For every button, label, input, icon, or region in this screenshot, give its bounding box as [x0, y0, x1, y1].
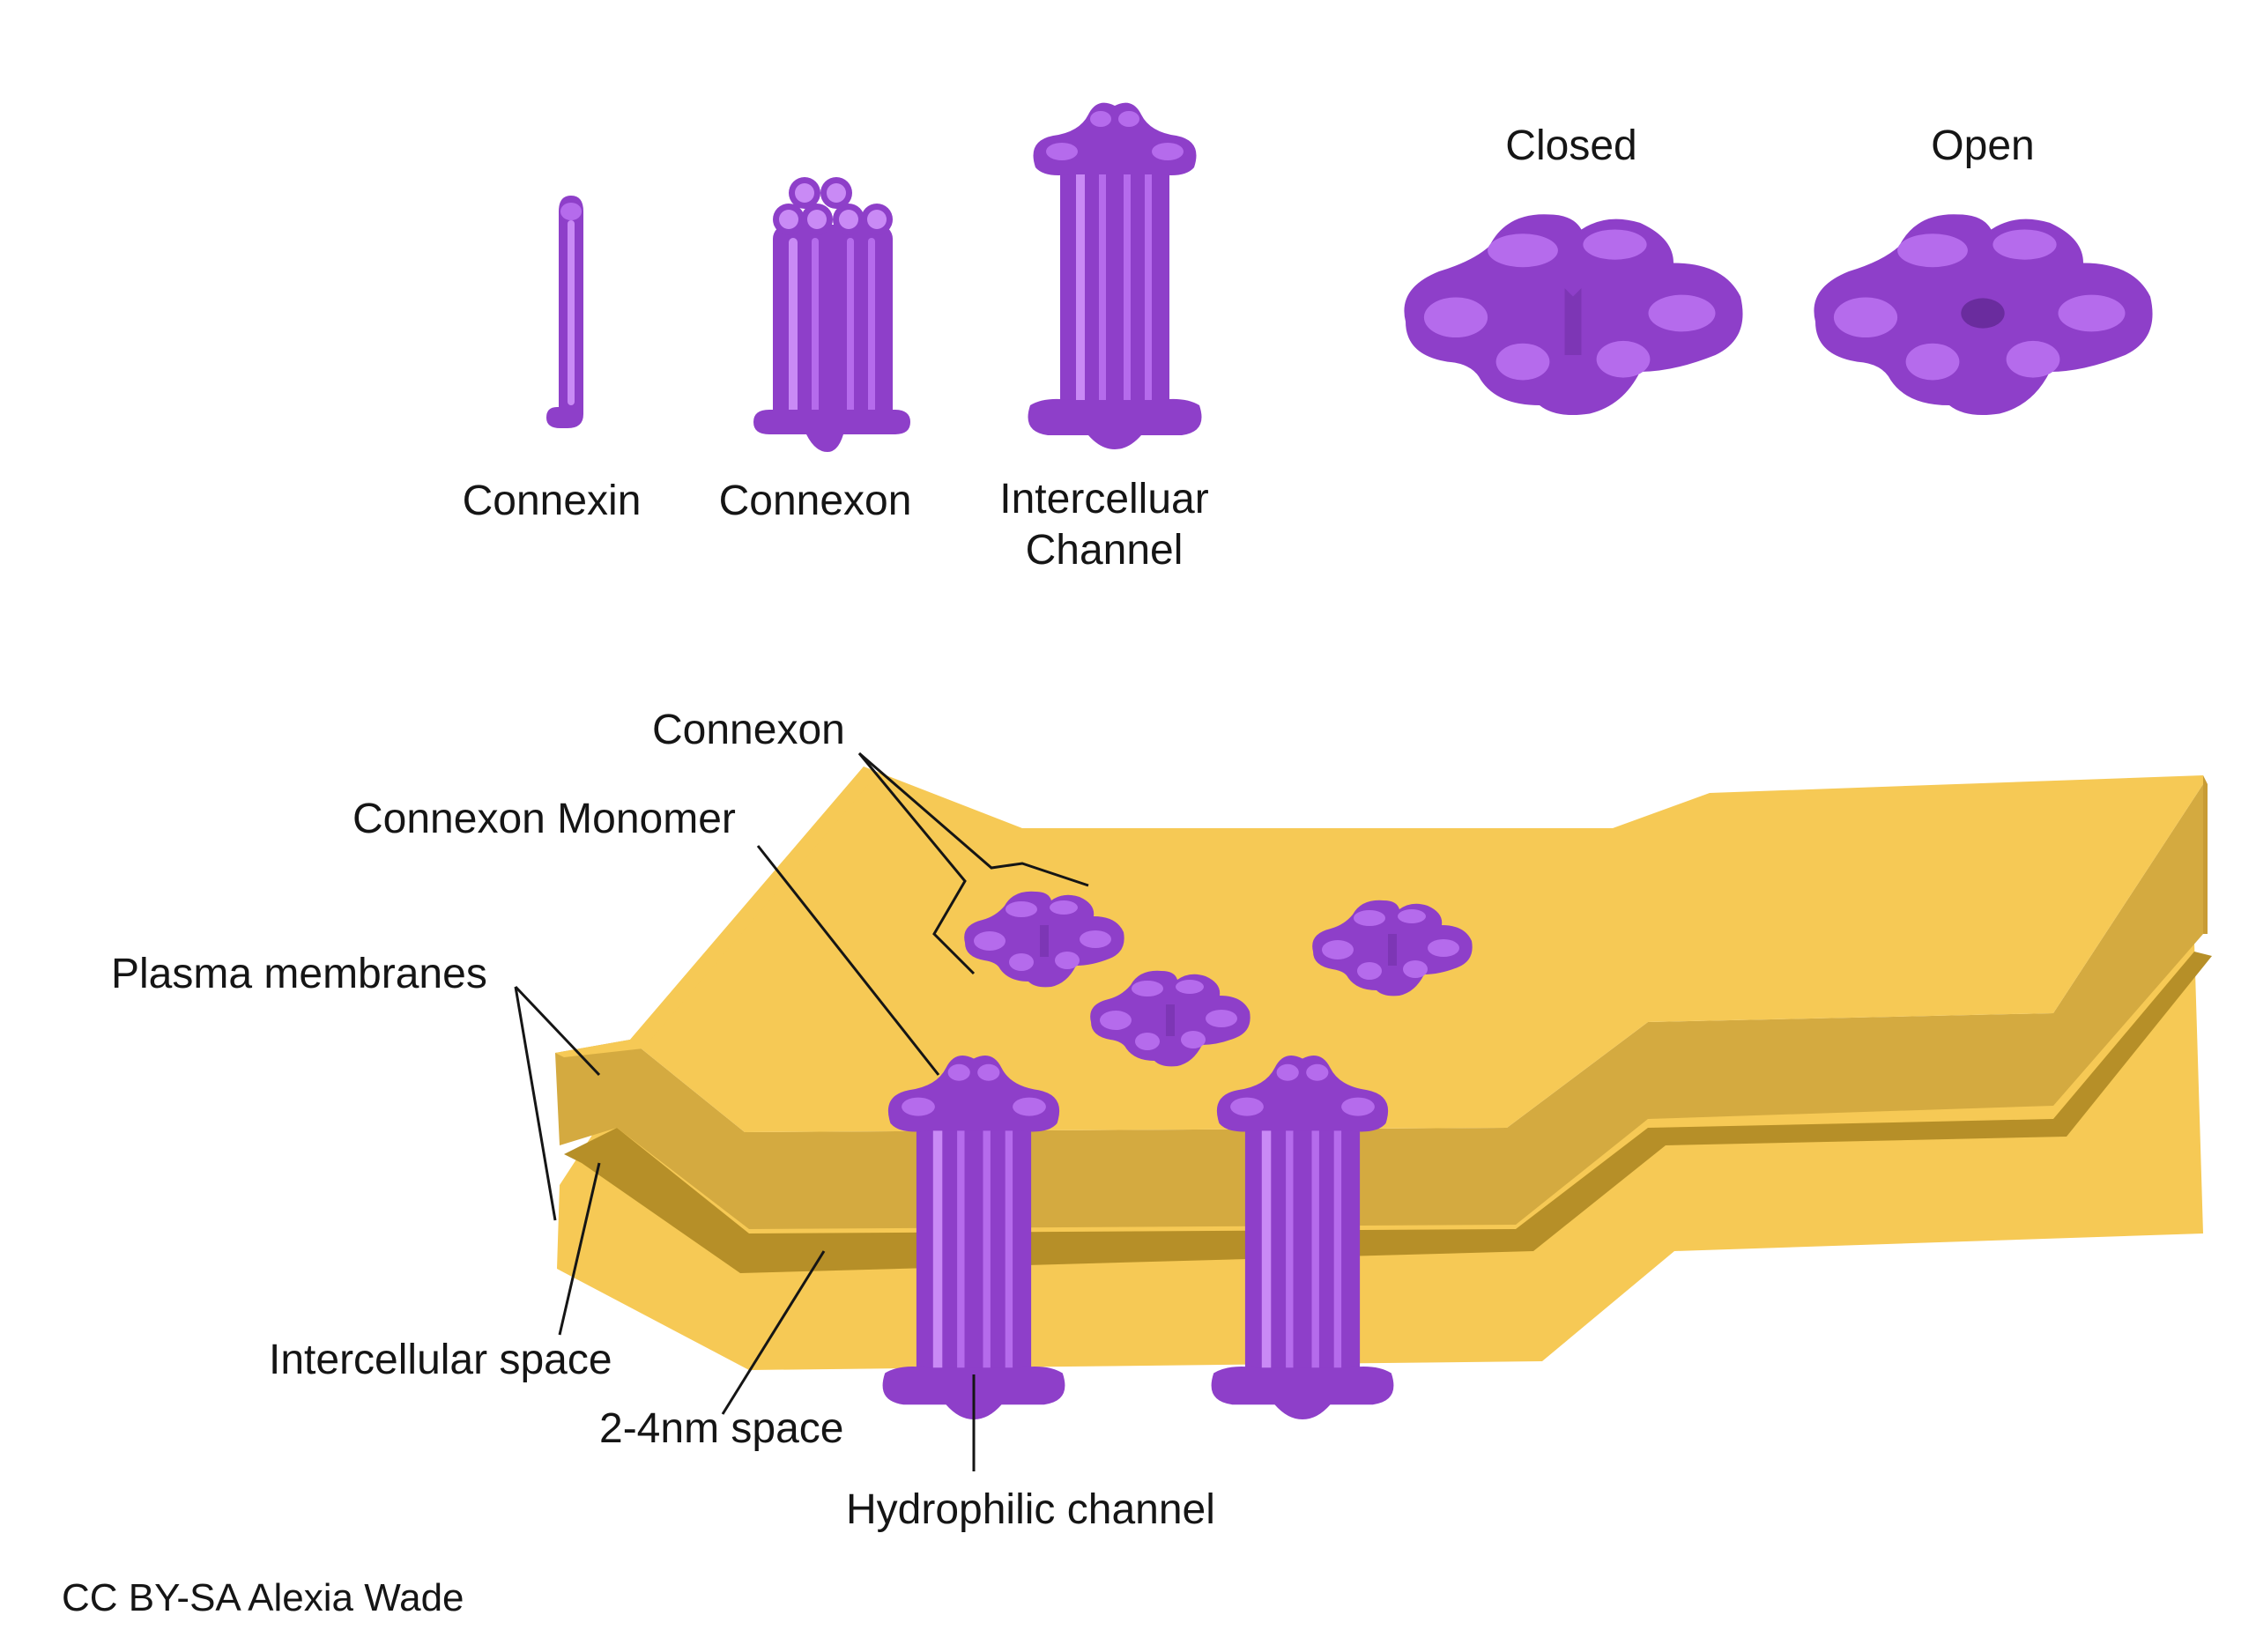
connexon-icon — [753, 177, 910, 452]
label-channel-line2: Channel — [1025, 527, 1184, 574]
label-plasma-membranes: Plasma membranes — [111, 951, 487, 997]
upper-membrane-end — [2203, 775, 2208, 934]
closed-connexon-icon — [1404, 214, 1743, 416]
label-connexin: Connexin — [462, 478, 642, 524]
plasma-membranes-leader-lower — [514, 986, 557, 1221]
credit-text: CC BY-SA Alexia Wade — [62, 1576, 464, 1619]
upper-membrane-side — [555, 784, 2203, 1229]
connexin-icon — [546, 196, 583, 428]
connexon-leader-lower — [857, 752, 976, 975]
label-intercellular-space: Intercellular space — [269, 1337, 612, 1383]
label-connexon-monomer: Connexon Monomer — [352, 796, 736, 842]
label-intercellular-channel: Intercelluar Channel — [999, 474, 1208, 576]
label-channel-line1: Intercelluar — [999, 476, 1209, 522]
label-closed: Closed — [1505, 122, 1637, 169]
label-gap-space: 2-4nm space — [599, 1405, 844, 1452]
intercellular-gap — [564, 952, 2212, 1273]
gap-space-leader — [721, 1250, 826, 1415]
connexon-leader — [858, 752, 1089, 887]
upper-membrane-edge — [555, 767, 872, 1057]
intercellular-channel-icon — [1028, 102, 1202, 449]
label-connexon-diagram: Connexon — [652, 707, 845, 753]
label-hydrophilic-channel: Hydrophilic channel — [846, 1486, 1215, 1533]
plasma-membranes-leader-upper — [514, 985, 601, 1077]
leader-lines — [514, 752, 1089, 1471]
plasma-membrane-slab — [555, 767, 2212, 1370]
label-open: Open — [1931, 122, 2035, 169]
intercellular-space-leader — [558, 1162, 601, 1336]
label-connexon: Connexon — [718, 478, 912, 524]
open-connexon-icon — [1814, 214, 2153, 416]
connexon-monomer-leader — [756, 845, 940, 1076]
